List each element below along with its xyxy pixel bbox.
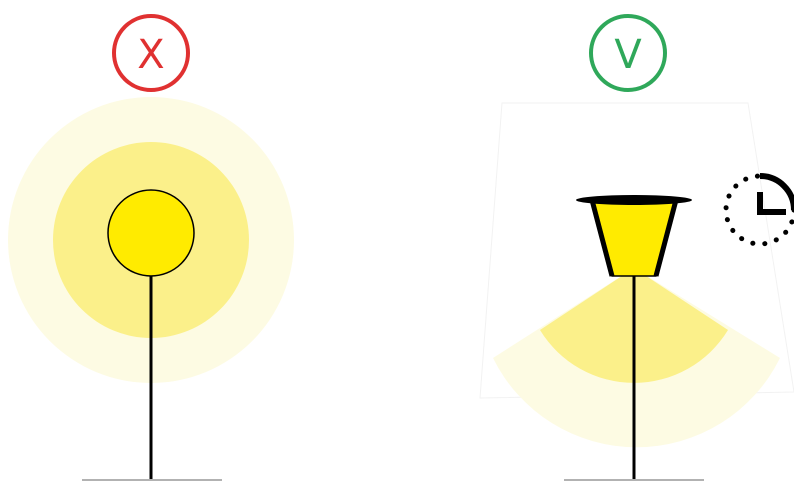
incorrect-panel: X [8,16,294,480]
correct-badge: V [591,16,665,90]
check-mark-icon: V [614,32,642,78]
correct-panel: V [480,16,794,480]
x-mark-icon: X [137,32,164,78]
incorrect-badge: X [114,16,188,90]
globe-lamp [108,190,194,276]
timer-quarter-arc [760,176,794,210]
